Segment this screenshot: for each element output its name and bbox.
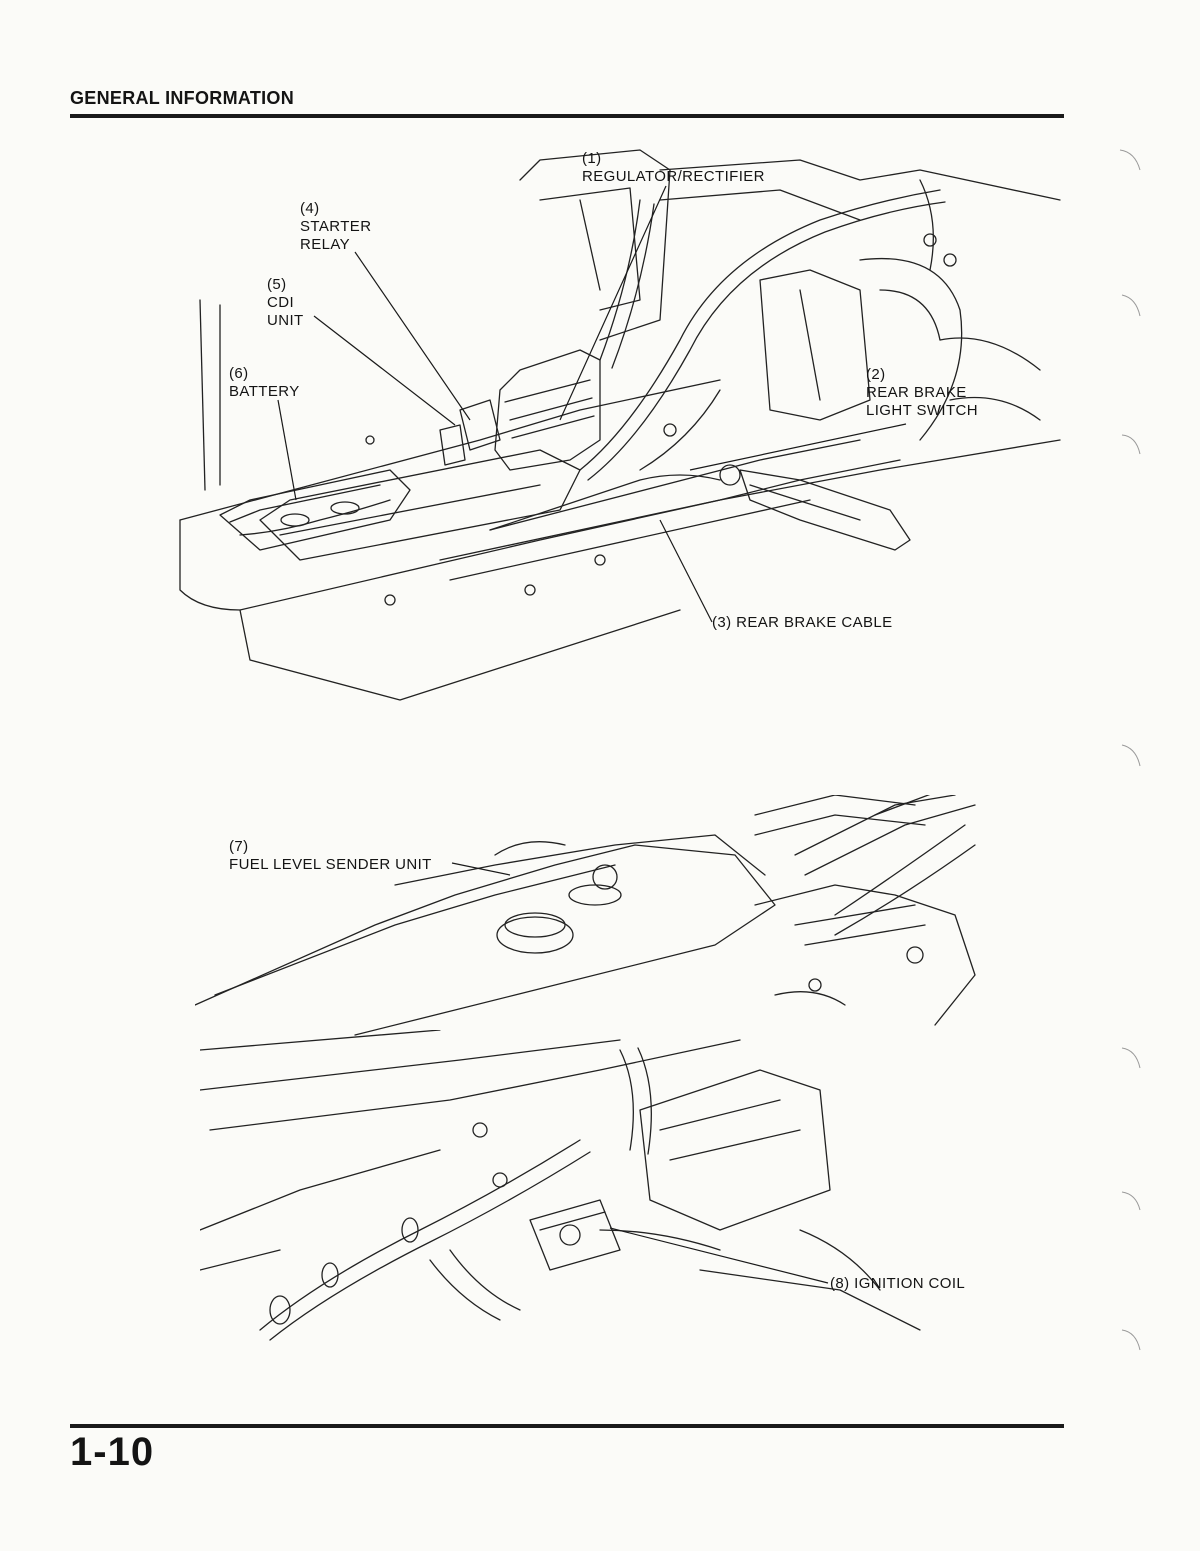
callout-rear-brake-light-switch: (2) REAR BRAKE LIGHT SWITCH [866,366,978,420]
callout-fuel-level-sender-unit: (7) FUEL LEVEL SENDER UNIT [229,838,432,874]
callout-label: REAR BRAKE CABLE [736,614,893,631]
callout-cdi-unit: (5) CDI UNIT [267,276,304,330]
margin-scan-marks [1119,149,1141,1351]
callout-number: (6) [229,365,249,382]
callout-label: UNIT [267,312,304,329]
callout-label: FUEL LEVEL SENDER UNIT [229,856,432,873]
callout-label: RELAY [300,236,351,253]
callout-number: (4) [300,200,320,217]
callout-label: REGULATOR/RECTIFIER [582,168,765,185]
callout-label: BATTERY [229,383,300,400]
footer-rule [70,1424,1064,1428]
callout-number: (8) [830,1275,850,1292]
callout-regulator-rectifier: (1) REGULATOR/RECTIFIER [582,150,765,186]
callout-number: (7) [229,838,249,855]
page-number: 1-10 [70,1430,155,1474]
callout-number: (1) [582,150,602,167]
section-title: GENERAL INFORMATION [70,88,295,108]
lower-illustration [195,795,995,1045]
callout-label: LIGHT SWITCH [866,402,979,419]
callout-ignition-coil: (8) IGNITION COIL [830,1275,965,1293]
upper-illustration [160,140,1080,720]
lower-illustration-engine [200,1030,1000,1360]
callout-label: STARTER [300,218,372,235]
header-rule [70,114,1064,118]
callout-number: (3) [712,614,732,631]
callout-battery: (6) BATTERY [229,365,300,401]
callout-number: (2) [866,366,886,383]
callout-number: (5) [267,276,287,293]
callout-rear-brake-cable: (3) REAR BRAKE CABLE [712,614,893,632]
callout-starter-relay: (4) STARTER RELAY [300,200,371,254]
callout-label: REAR BRAKE [866,384,967,401]
callout-label: IGNITION COIL [854,1275,966,1292]
callout-label: CDI [267,294,295,311]
